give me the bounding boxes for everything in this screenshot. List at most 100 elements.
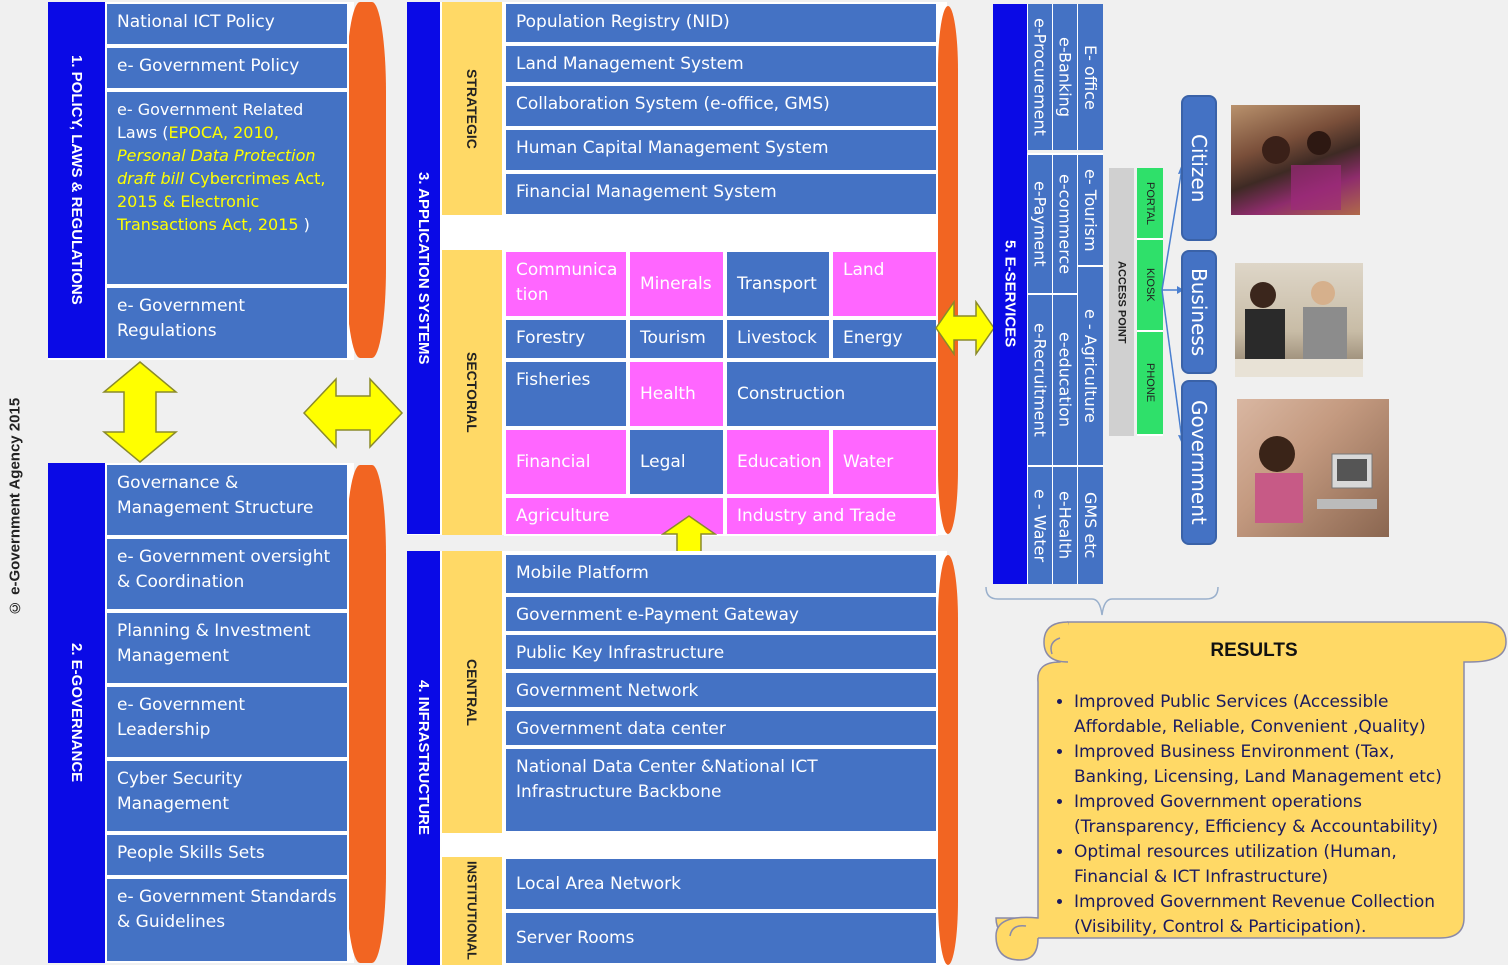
- sector-water: Water: [831, 428, 938, 496]
- section1-cylinder: [346, 2, 386, 358]
- audience-citizen: Citizen: [1181, 95, 1217, 241]
- strategic-item-population-registry: Population Registry (NID): [504, 2, 938, 44]
- sector-forestry: Forestry: [504, 318, 628, 360]
- strategic-item-financial-management: Financial Management System: [504, 172, 938, 216]
- eservice-e-office: E- office: [1077, 4, 1103, 150]
- eservice-e-recruitment: e-Recruitment: [1027, 293, 1052, 465]
- egov-item-governance: Governance & Management Structure: [105, 463, 349, 537]
- eservice-e-agriculture: e - Agriculture: [1077, 265, 1103, 465]
- sector-education: Education: [725, 428, 831, 496]
- results-item: Improved Government operations (Transpar…: [1074, 790, 1450, 840]
- sector-livestock: Livestock: [725, 318, 831, 360]
- egov-item-oversight: e- Government oversight & Coordination: [105, 537, 349, 611]
- central-label: CENTRAL: [464, 658, 480, 726]
- sector-communication: Communica tion: [504, 250, 628, 318]
- sector-legal: Legal: [628, 428, 725, 496]
- results-scroll: [995, 621, 1507, 961]
- eservice-e-tourism: e- Tourism: [1077, 153, 1103, 265]
- sector-land: Land: [831, 250, 938, 318]
- eservice-e-banking: e-Banking: [1052, 4, 1077, 150]
- section4-title: 4. INFRASTRUCTURE: [415, 680, 432, 836]
- double-arrow-apps-eservices: [935, 300, 995, 356]
- eservice-e-health: e-Health: [1052, 465, 1077, 584]
- institutional-label: INSTITUTIONAL: [464, 861, 480, 960]
- double-arrow-vertical: [101, 361, 179, 463]
- sector-transport: Transport: [725, 250, 831, 318]
- sector-fisheries: Fisheries: [504, 360, 628, 428]
- laws-epoca: EPOCA, 2010,: [168, 123, 279, 142]
- sector-financial: Financial: [504, 428, 628, 496]
- section2-cylinder: [346, 465, 386, 963]
- section5-title: 5. E-SERVICES: [1001, 240, 1019, 348]
- sector-industry-trade: Industry and Trade: [725, 496, 938, 536]
- egov-item-cyber-security: Cyber Security Management: [105, 759, 349, 833]
- policy-item-egov-policy: e- Government Policy: [105, 46, 349, 90]
- access-point-label: ACCESS POINT: [1115, 260, 1128, 344]
- sector-construction: Construction: [725, 360, 938, 428]
- section1-title: 1. POLICY, LAWS & REGULATIONS: [68, 55, 85, 305]
- central-item-epayment-gateway: Government e-Payment Gateway: [504, 595, 938, 633]
- citizen-photo: [1231, 105, 1360, 215]
- strategic-label: STRATEGIC: [464, 68, 480, 149]
- business-photo: [1235, 263, 1363, 377]
- eservice-e-payment: e-Payment: [1027, 153, 1052, 293]
- central-item-gov-data-center: Government data center: [504, 709, 938, 747]
- central-item-pki: Public Key Infrastructure: [504, 633, 938, 671]
- audience-business: Business: [1181, 250, 1217, 374]
- section3-title: 3. APPLICATION SYSTEMS: [415, 171, 432, 365]
- section4-cylinder: [938, 555, 958, 965]
- sector-health: Health: [628, 360, 725, 428]
- eservice-e-education: e-education: [1052, 293, 1077, 465]
- results-brace: [985, 586, 1219, 616]
- strategic-item-collaboration: Collaboration System (e-office, GMS): [504, 84, 938, 128]
- egov-item-people-skills: People Skills Sets: [105, 833, 349, 877]
- policy-item-national-ict: National ICT Policy: [105, 2, 349, 46]
- eservice-e-procurement: e-Procurement: [1027, 4, 1052, 150]
- sectorial-label-box: SECTORIAL: [442, 250, 502, 535]
- copyright-label: © e-Government Agency 2015: [6, 397, 24, 617]
- results-item: Optimal resources utilization (Human, Fi…: [1074, 840, 1450, 890]
- section3-cylinder: [938, 6, 958, 534]
- access-point-box: ACCESS POINT: [1109, 168, 1134, 436]
- section3-title-bar: 3. APPLICATION SYSTEMS: [407, 2, 440, 534]
- sector-tourism: Tourism: [628, 318, 725, 360]
- government-photo: [1237, 399, 1389, 537]
- sector-minerals: Minerals: [628, 250, 725, 318]
- audience-government: Government: [1181, 380, 1217, 545]
- section5-title-bar: 5. E-SERVICES: [993, 4, 1027, 584]
- laws-suffix: ): [298, 215, 310, 234]
- section4-title-bar: 4. INFRASTRUCTURE: [407, 551, 440, 965]
- egov-item-standards: e- Government Standards & Guidelines: [105, 877, 349, 963]
- policy-item-egov-laws: e- Government Related Laws (EPOCA, 2010,…: [105, 90, 349, 286]
- section2-title-bar: 2. E-GOVERNANCE: [48, 463, 105, 963]
- egov-item-planning: Planning & Investment Management: [105, 611, 349, 685]
- results-item: Improved Public Services (Accessible Aff…: [1074, 690, 1450, 740]
- section1-title-bar: 1. POLICY, LAWS & REGULATIONS: [48, 2, 105, 358]
- laws-pdp-bill: Personal Data Protection draft bill: [117, 146, 316, 188]
- laws-cyber-acts: Cybercrimes Act, 2015 & Electronic Trans…: [117, 169, 326, 234]
- results-item: Improved Business Environment (Tax, Bank…: [1074, 740, 1450, 790]
- central-item-national-data-center: National Data Center &National ICT Infra…: [504, 747, 938, 833]
- laws-prefix: e- Government Related Laws (: [117, 100, 304, 142]
- strategic-item-land-management: Land Management System: [504, 44, 938, 84]
- eservice-e-water: e - Water: [1027, 465, 1052, 584]
- central-item-mobile-platform: Mobile Platform: [504, 553, 938, 595]
- central-item-gov-network: Government Network: [504, 671, 938, 709]
- strategic-label-box: STRATEGIC: [442, 2, 502, 215]
- sectorial-label: SECTORIAL: [464, 352, 480, 433]
- sector-energy: Energy: [831, 318, 938, 360]
- channel-kiosk: KIOSK: [1137, 240, 1163, 332]
- institutional-label-box: INSTITUTIONAL: [442, 857, 502, 965]
- results-item: Improved Government Revenue Collection (…: [1074, 890, 1450, 940]
- section2-title: 2. E-GOVERNANCE: [68, 643, 85, 783]
- eservice-gms-etc: GMS etc: [1077, 465, 1103, 584]
- results-list: Improved Public Services (Accessible Aff…: [1050, 690, 1450, 940]
- policy-item-egov-regulations: e- Government Regulations: [105, 286, 349, 360]
- institutional-item-lan: Local Area Network: [504, 857, 938, 911]
- results-title: RESULTS: [1210, 640, 1298, 661]
- institutional-item-server-rooms: Server Rooms: [504, 911, 938, 965]
- channel-portal: PORTAL: [1137, 168, 1163, 240]
- strategic-item-human-capital: Human Capital Management System: [504, 128, 938, 172]
- channel-phone: PHONE: [1137, 332, 1163, 436]
- central-label-box: CENTRAL: [442, 551, 502, 833]
